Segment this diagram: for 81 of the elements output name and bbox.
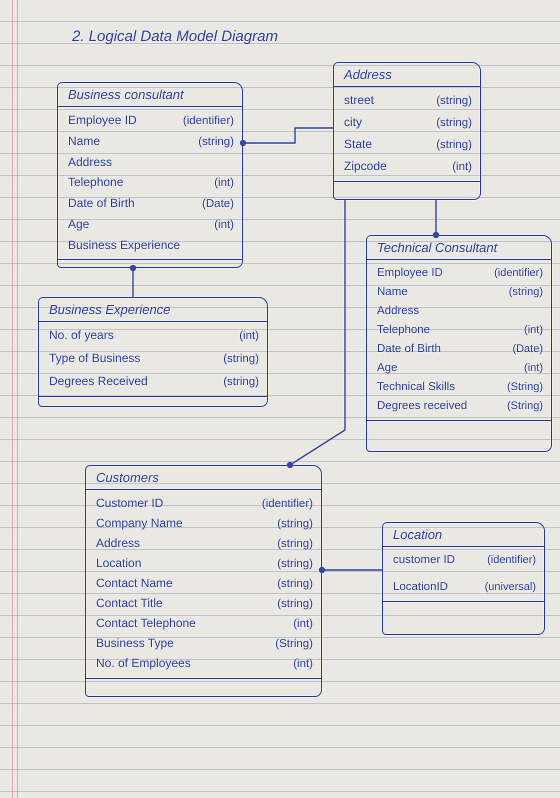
attribute-type: (universal): [484, 580, 536, 595]
attribute-type: (identifier): [182, 114, 234, 129]
attribute-type: (string): [508, 285, 543, 300]
attribute-name: Contact Name: [96, 576, 173, 591]
attribute-type: (identifier): [494, 266, 543, 281]
attribute-type: (int): [524, 323, 543, 338]
attribute-name: Telephone: [68, 175, 124, 190]
attribute-name: Business Experience: [68, 238, 180, 253]
attribute-type: (string): [198, 135, 234, 150]
attribute-name: LocationID: [393, 580, 448, 595]
attribute-type: (string): [436, 138, 472, 153]
attribute-type: (string): [277, 537, 313, 552]
attribute-name: Technical Skills: [377, 380, 455, 395]
entity-name: Technical Consultant: [367, 236, 551, 260]
entity-name: Address: [334, 63, 480, 87]
attribute-name: State: [344, 137, 372, 152]
entity-box: [57, 82, 243, 268]
attribute-type: (string): [277, 517, 313, 532]
entity-name: Business consultant: [58, 83, 242, 107]
entity-box: [382, 522, 545, 635]
attribute-name: Employee ID: [68, 113, 137, 128]
attribute-type: (string): [277, 597, 313, 612]
attribute-type: (string): [223, 352, 259, 367]
attribute-name: Zipcode: [344, 159, 387, 174]
attribute-name: Degrees Received: [49, 374, 148, 389]
attribute-name: Date of Birth: [377, 342, 441, 357]
attribute-name: Name: [68, 134, 100, 149]
attribute-name: Business Type: [96, 636, 174, 651]
connector-line: [286, 200, 346, 468]
attribute-name: No. of years: [49, 328, 114, 343]
attribute-name: Address: [68, 155, 112, 170]
entity-box: [366, 235, 552, 452]
attribute-type: (int): [524, 361, 543, 376]
attribute-type: (string): [277, 577, 313, 592]
entity-name: Location: [383, 523, 544, 547]
attribute-type: (int): [214, 176, 234, 191]
attribute-name: Age: [377, 361, 398, 376]
attribute-name: Telephone: [377, 323, 430, 338]
attribute-name: Type of Business: [49, 351, 140, 366]
attribute-name: No. of Employees: [96, 656, 191, 671]
attribute-name: street: [344, 93, 374, 108]
entity-name: Customers: [86, 466, 321, 490]
attribute-name: Employee ID: [377, 266, 443, 281]
attribute-type: (int): [214, 218, 234, 233]
attribute-name: Address: [377, 304, 420, 319]
entity-box: [85, 465, 322, 697]
attribute-name: Age: [68, 217, 90, 232]
attribute-name: Name: [377, 285, 408, 300]
attribute-name: Address: [96, 536, 140, 551]
attribute-type: (int): [293, 617, 313, 632]
connector-line: [130, 264, 136, 297]
attribute-type: (identifier): [262, 497, 313, 512]
attribute-type: (int): [293, 657, 313, 672]
entity-box: [38, 297, 268, 407]
attribute-name: Location: [96, 556, 142, 571]
attribute-name: Date of Birth: [68, 196, 135, 211]
attribute-name: Contact Telephone: [96, 616, 196, 631]
diagram-title: 2. Logical Data Model Diagram: [72, 28, 278, 45]
attribute-type: (string): [436, 116, 472, 131]
attribute-name: customer ID: [393, 553, 455, 568]
connector-line: [432, 200, 440, 238]
connector-line: [318, 566, 382, 574]
attribute-type: (String): [506, 380, 543, 395]
entity-box: [333, 62, 481, 200]
attribute-type: (Date): [202, 197, 234, 212]
attribute-name: Company Name: [96, 516, 183, 531]
attribute-type: (int): [239, 329, 259, 344]
attribute-type: (string): [223, 375, 259, 390]
attribute-type: (String): [275, 637, 313, 652]
attribute-type: (int): [452, 160, 472, 175]
attribute-name: Customer ID: [96, 496, 164, 511]
attribute-name: city: [344, 115, 362, 130]
attribute-name: Degrees received: [377, 399, 468, 414]
attribute-type: (Date): [512, 342, 543, 357]
attribute-name: Contact Title: [96, 596, 163, 611]
connector-line: [240, 127, 333, 146]
attribute-type: (string): [277, 557, 313, 572]
attribute-type: (string): [436, 94, 472, 109]
entity-name: Business Experience: [39, 298, 267, 322]
attribute-type: (String): [506, 399, 543, 414]
attribute-type: (identifier): [487, 553, 536, 568]
